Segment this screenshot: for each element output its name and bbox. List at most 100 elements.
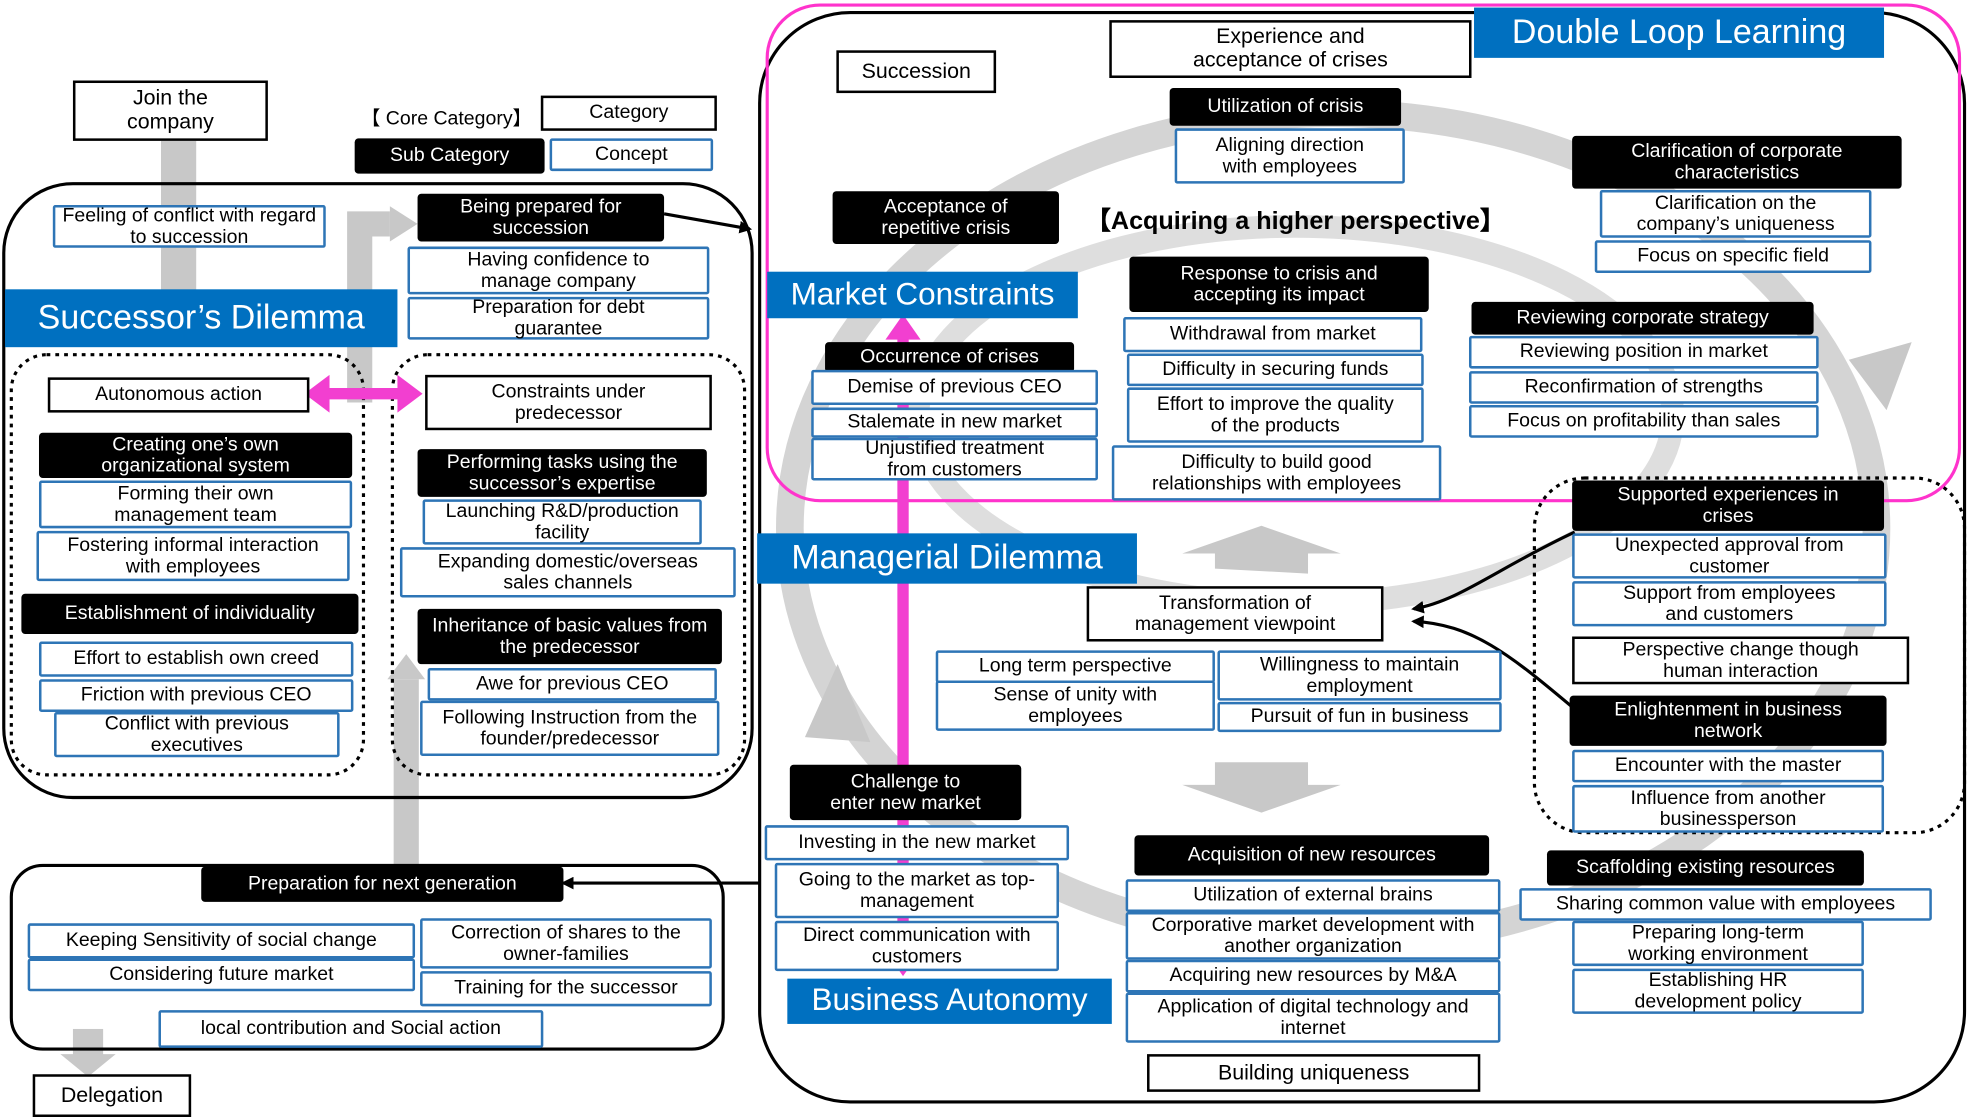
transformation-viewpoint-box: Transformation of management viewpoint (1086, 586, 1384, 642)
managerial-concept: Willingness to maintain employment (1217, 650, 1502, 701)
creating-system-concept: Forming their own management team (38, 480, 353, 529)
reviewing-strategy-concept: Reviewing position in market (1468, 335, 1819, 369)
creating-system-sub: Creating one’s own organizational system (38, 432, 353, 479)
challenge-market-concept: Investing in the new market (764, 825, 1070, 861)
next-generation-container (9, 863, 725, 1051)
next-generation-concept: Keeping Sensitivity of social change (27, 923, 416, 959)
enlightenment-sub: Enlightenment in business network (1569, 695, 1887, 746)
challenge-market-sub: Challenge to enter new market (789, 764, 1022, 821)
response-crisis-concept: Difficulty to build good relationships w… (1111, 445, 1442, 501)
scaffolding-concept: Establishing HR development policy (1572, 968, 1864, 1014)
next-generation-concept: local contribution and Social action (158, 1010, 544, 1048)
managerial-dilemma-title: Managerial Dilemma (757, 533, 1137, 584)
reviewing-strategy-concept: Reconfirmation of strengths (1468, 371, 1819, 404)
legend-concept: Concept (549, 138, 714, 172)
supported-experiences-sub: Supported experiences in crises (1572, 480, 1885, 531)
response-crisis-concept: Withdrawal from market (1123, 316, 1423, 353)
business-autonomy-title: Business Autonomy (787, 978, 1112, 1024)
supported-concept: Unexpected approval from customer (1572, 533, 1887, 579)
supported-dotted-group (1532, 476, 1967, 835)
perspective-change-box: Perspective change though human interact… (1572, 636, 1910, 685)
inheritance-concept: Following Instruction from the founder/p… (420, 700, 720, 756)
double-loop-container (765, 3, 1962, 503)
higher-perspective-heading: 【Acquiring a higher perspective】 (1085, 207, 1506, 236)
next-generation-concept: Correction of shares to the owner-famili… (420, 918, 712, 969)
successors-dilemma-container (2, 182, 754, 800)
performing-tasks-concept: Launching R&D/production facility (422, 499, 702, 545)
succession-box: Succession (836, 50, 997, 94)
being-prepared-concept: Preparation for debt guarantee (407, 297, 710, 340)
successors-dilemma-title: Successor’s Dilemma (5, 289, 398, 348)
double-loop-title: Double Loop Learning (1474, 7, 1885, 58)
inheritance-sub: Inheritance of basic values from the pre… (417, 608, 722, 665)
clarification-concept: Focus on specific field (1594, 240, 1872, 273)
acquisition-concept: Utilization of external brains (1125, 879, 1501, 912)
supported-to-transformation-arrow (1411, 530, 1576, 614)
performing-tasks-concept: Expanding domestic/overseas sales channe… (399, 547, 736, 598)
managerial-concept: Pursuit of fun in business (1217, 701, 1502, 733)
constraints-dotted-group (390, 353, 747, 777)
enlightenment-to-transformation-arrow (1411, 615, 1574, 709)
acquisition-resources-sub: Acquisition of new resources (1134, 835, 1490, 876)
next-generation-concept: Training for the successor (420, 971, 712, 1007)
scaffolding-concept: Preparing long-term working environment (1572, 920, 1864, 967)
market-constraints-title: Market Constraints (767, 271, 1078, 319)
inheritance-concept: Awe for previous CEO (427, 667, 717, 701)
join-company-box: Join the company (72, 80, 268, 141)
acquisition-concept: Application of digital technology and in… (1125, 992, 1501, 1043)
occurrence-crises-concept: Stalemate in new market (811, 407, 1098, 438)
performing-tasks-sub: Performing tasks using the successor’s e… (417, 449, 707, 497)
feeling-conflict: Feeling of conflict with regard to succe… (52, 205, 326, 248)
individuality-concept: Effort to establish own creed (38, 641, 354, 677)
loop-arrowhead-right (1848, 342, 1912, 411)
individuality-concept: Conflict with previous executives (54, 711, 340, 758)
utilization-crisis-concept: Aligning direction with employees (1174, 128, 1405, 184)
clarification-concept: Clarification on the company’s uniquenes… (1599, 189, 1872, 238)
response-crisis-sub: Response to crisis and accepting its imp… (1129, 256, 1429, 312)
being-prepared-sub: Being prepared for succession (417, 193, 665, 242)
next-generation-concept: Considering future market (27, 958, 416, 992)
enlightenment-concept: Encounter with the master (1572, 749, 1885, 783)
down-block-arrow (1182, 762, 1341, 813)
managerial-concept: Sense of unity with employees (935, 680, 1215, 731)
scaffolding-sub: Scaffolding existing resources (1546, 850, 1864, 886)
pink-right-arrowhead (397, 374, 423, 413)
challenge-market-concept: Going to the market as top-management (774, 862, 1059, 919)
acceptance-repetitive-sub: Acceptance of repetitive crisis (832, 191, 1059, 245)
being-prepared-to-succession-arrow (663, 212, 753, 234)
utilization-crisis-sub: Utilization of crisis (1169, 88, 1402, 126)
individuality-concept: Friction with previous CEO (38, 679, 354, 712)
experience-crises-box: Experience and acceptance of crises (1109, 20, 1472, 78)
clarification-sub: Clarification of corporate characteristi… (1572, 135, 1902, 189)
managerial-concept: Long term perspective (935, 650, 1215, 684)
next-gen-up-arrow-shaft (393, 679, 419, 866)
pink-up-arrowhead (885, 314, 921, 340)
legend-category: Category (540, 95, 717, 131)
creating-system-concept: Fostering informal interaction with empl… (36, 530, 350, 582)
building-uniqueness-box: Building uniqueness (1147, 1054, 1481, 1092)
legend-sub-category: Sub Category (354, 138, 545, 174)
acquisition-concept: Acquiring new resources by M&A (1125, 959, 1501, 993)
enlightenment-concept: Influence from another businessperson (1572, 784, 1885, 833)
reviewing-strategy-sub: Reviewing corporate strategy (1471, 301, 1814, 335)
next-gen-up-arrowhead (387, 654, 426, 680)
next-generation-sub: Preparation for next generation (201, 866, 564, 902)
supported-concept: Support from employees and customers (1572, 581, 1887, 627)
response-crisis-concept: Difficulty in securing funds (1126, 353, 1424, 387)
legend-core-category: 【 Core Category】 (352, 103, 541, 136)
occurrence-crises-concept: Unjustified treatment from customers (811, 438, 1098, 481)
loop-arrowhead-left (804, 664, 871, 743)
constraints-predecessor-box: Constraints under predecessor (425, 374, 712, 431)
autonomous-dotted-group (9, 353, 366, 777)
acquisition-concept: Corporative market development with anot… (1125, 911, 1501, 960)
reviewing-strategy-concept: Focus on profitability than sales (1468, 405, 1819, 438)
individuality-sub: Establishment of individuality (21, 593, 359, 634)
autonomous-action-box: Autonomous action (47, 377, 310, 413)
response-crisis-concept: Effort to improve the quality of the pro… (1126, 387, 1424, 443)
delegation-arrowhead (60, 1054, 116, 1077)
delegation-arrow-shaft (72, 1028, 104, 1057)
delegation-box: Delegation (32, 1074, 192, 1117)
up-block-arrow (1182, 525, 1341, 574)
challenge-market-concept: Direct communication with customers (774, 920, 1059, 972)
occurrence-crises-concept: Demise of previous CEO (811, 369, 1098, 406)
